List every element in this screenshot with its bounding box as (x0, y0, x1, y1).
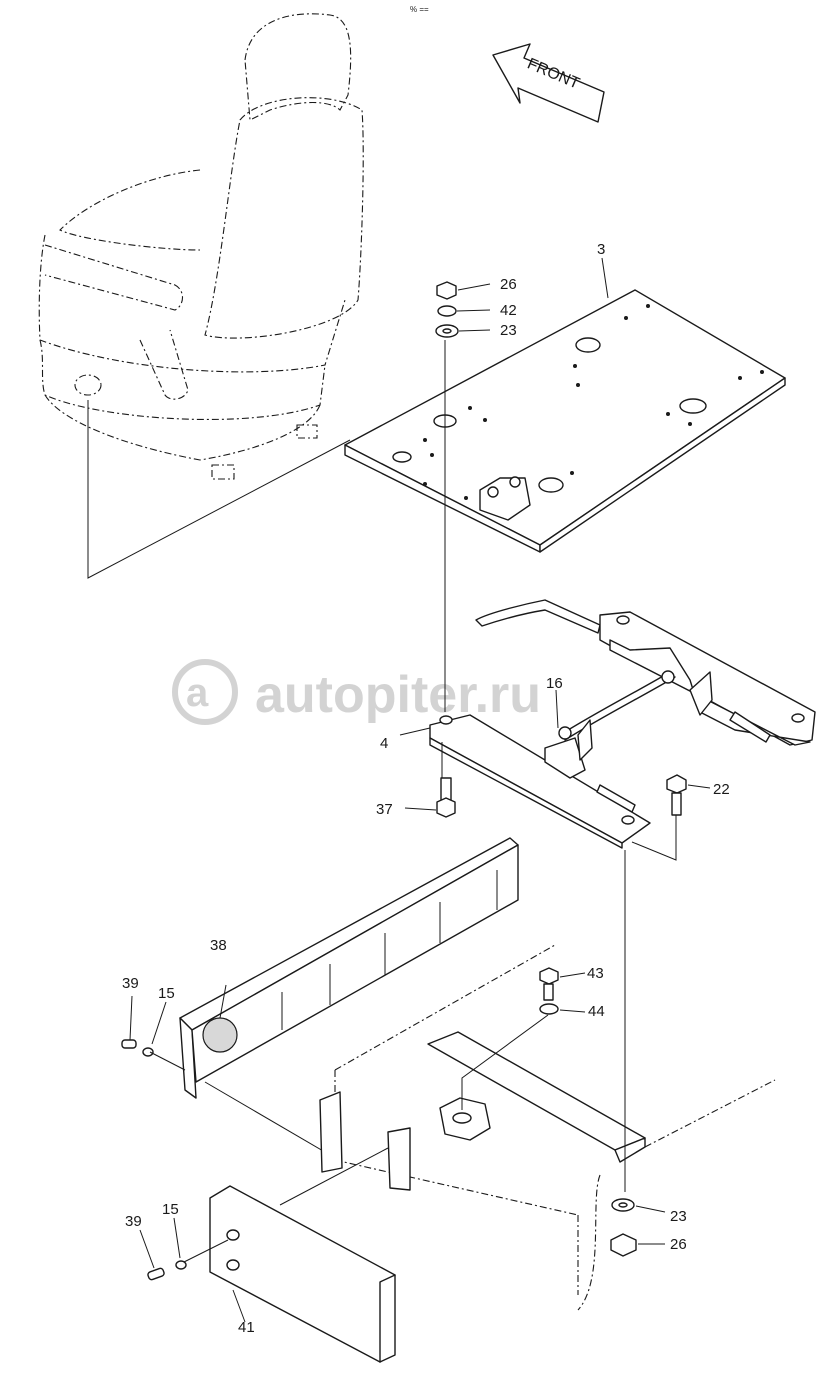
bolt-22 (631, 774, 711, 861)
leader-4 (399, 727, 431, 736)
label-part-3: 3 (597, 241, 605, 258)
hardware-stack-bottom (610, 1198, 666, 1257)
label-part-23-bottom: 23 (670, 1208, 687, 1225)
label-part-37: 37 (376, 801, 393, 818)
label-part-39-lower: 39 (125, 1213, 142, 1230)
label-part-23-top: 23 (500, 322, 517, 339)
hardware-stack-top (435, 281, 491, 338)
label-part-43: 43 (587, 965, 604, 982)
label-part-38: 38 (210, 937, 227, 954)
panel-38-line (204, 1081, 331, 1156)
label-part-26-bottom: 26 (670, 1236, 687, 1253)
side-cover-38 (179, 837, 519, 1099)
front-arrow: FRONT (492, 43, 605, 123)
label-part-15-lower: 15 (162, 1201, 179, 1218)
label-part-41: 41 (238, 1319, 255, 1336)
watermark-logo-icon (172, 659, 238, 725)
bolt-43-washer-44 (539, 967, 586, 1015)
label-part-44: 44 (588, 1003, 605, 1020)
seat-phantom (38, 13, 364, 480)
label-part-16: 16 (546, 675, 563, 692)
header-mark: % == (410, 5, 429, 14)
screw-washer-lower (139, 1217, 229, 1281)
label-part-42: 42 (500, 302, 517, 319)
label-part-15-upper: 15 (158, 985, 175, 1002)
bolt-37 (404, 777, 456, 818)
seat-to-plate-line (87, 400, 351, 579)
seat-slide-rails (429, 599, 816, 849)
leader-16 (555, 689, 559, 729)
label-part-4: 4 (380, 735, 388, 752)
leader-3 (601, 257, 609, 299)
base-frame-phantom (319, 944, 776, 1311)
watermark-text: autopiter.ru (255, 666, 541, 724)
side-cover-41 (209, 1147, 396, 1363)
label-part-26-top: 26 (500, 276, 517, 293)
watermark-logo-glyph: a (186, 671, 209, 715)
label-part-22: 22 (713, 781, 730, 798)
watermark: a autopiter.ru (172, 659, 541, 725)
mounting-plate-3 (344, 289, 786, 553)
label-part-39-upper: 39 (122, 975, 139, 992)
screw-washer-upper (121, 995, 186, 1071)
